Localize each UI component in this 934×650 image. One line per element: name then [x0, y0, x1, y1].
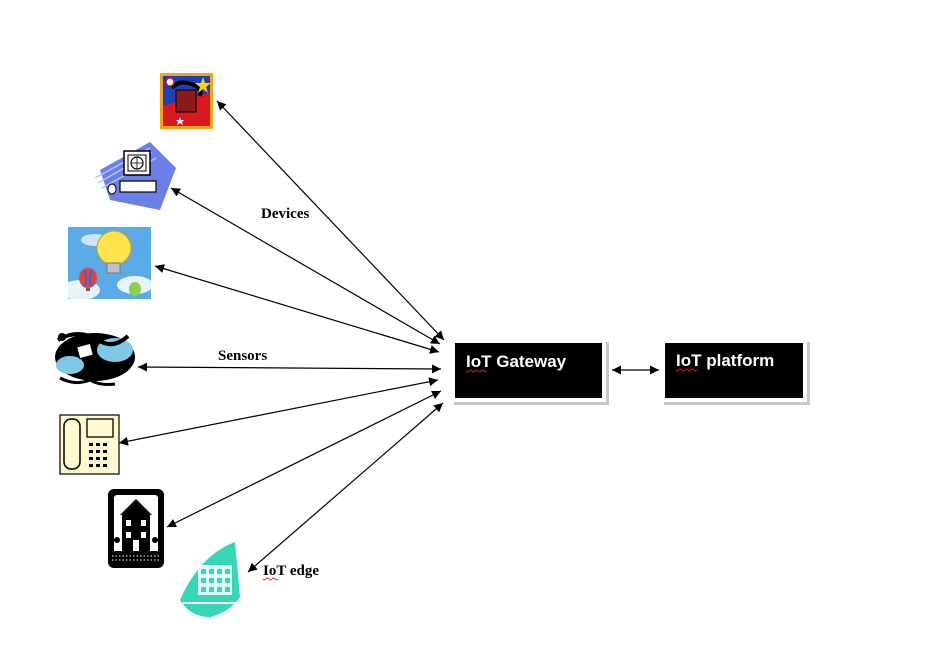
iot-platform-label: IoT platform — [676, 351, 774, 370]
iot-gateway-label: IoT Gateway — [466, 352, 567, 371]
telephone-stamp-icon — [160, 73, 213, 129]
iot-edge-label: IoT edge — [263, 563, 319, 579]
arrow-house-gateway — [166, 390, 442, 528]
arrow-deskphone-gateway — [118, 377, 439, 446]
lightbulb-balloons-icon — [60, 227, 153, 300]
arrow-lightbulb-gateway — [154, 264, 440, 354]
computer-icon — [94, 142, 176, 210]
edge-spell-underline — [262, 577, 279, 581]
building-ship-icon — [180, 542, 240, 618]
iot-gateway-node: IoT Gateway — [451, 339, 609, 405]
devices-label: Devices — [261, 206, 309, 222]
connector-arrows — [118, 100, 659, 573]
gateway-spell-underline — [465, 369, 488, 373]
desk-phone-icon — [59, 414, 120, 475]
platform-spell-underline — [675, 368, 698, 372]
arrow-edge-gateway — [247, 402, 444, 573]
person-with-papers-icon — [55, 332, 135, 386]
sensors-label: Sensors — [218, 348, 267, 364]
iot-platform-node: IoT platform — [661, 339, 810, 405]
house-icon — [108, 489, 164, 568]
arrow-telephone-gateway — [216, 100, 445, 341]
arrow-sensor-gateway — [137, 362, 442, 374]
